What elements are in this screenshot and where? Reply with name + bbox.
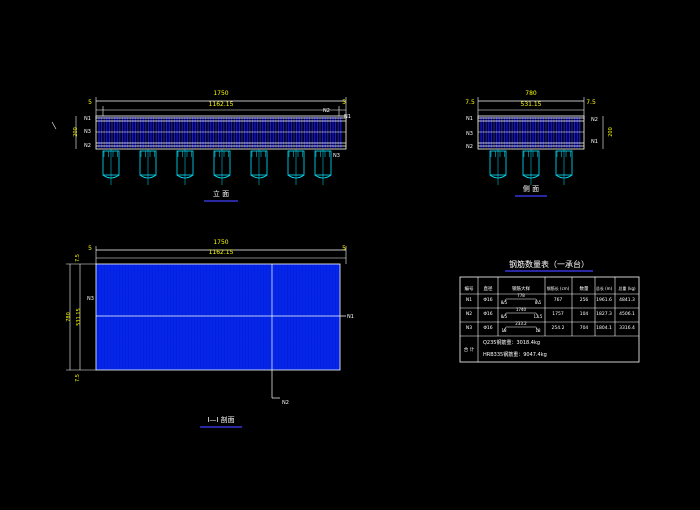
elevation-title: 立 面 — [213, 189, 229, 198]
side-label-n2-right: N2 — [591, 117, 598, 123]
plan-title: I—I 剖面 — [207, 415, 234, 424]
elevation-label-n1-left: N1 — [84, 116, 91, 122]
row3-shape-r: 18 — [535, 328, 541, 333]
plan-section: 1750 1162.15 5 5 780 531.15 7.5 7.5 N3 N… — [66, 239, 354, 428]
elevation-dim-total: 1750 — [213, 90, 228, 97]
total-line-1: Q235钢筋重：3018.4kg — [483, 339, 540, 346]
rebar-shape — [502, 298, 540, 305]
th-weight: 总重 (kg) — [618, 285, 636, 291]
elevation-label-n3-bottom: N3 — [333, 153, 340, 159]
side-dim-inner: 531.15 — [521, 101, 542, 108]
th-total-len: 总长 (m) — [596, 285, 613, 291]
elevation-dim-inner: 1162.15 — [209, 101, 234, 108]
side-dim-total: 780 — [525, 90, 537, 97]
side-label-n1-right: N1 — [591, 139, 598, 145]
elevation-label-n2-left: N2 — [84, 143, 91, 149]
total-line-2: HRB335钢筋重：9047.4kg — [483, 351, 547, 358]
side-piles — [489, 149, 573, 185]
row2-weight: 4506.1 — [619, 311, 635, 317]
elevation-label-n1-right: N1 — [344, 114, 351, 120]
row2-shape-r: 12.5 — [534, 314, 543, 319]
table-grid — [459, 276, 640, 363]
side-dim-left: 7.5 — [465, 99, 475, 106]
row3-shape-top: 233.2 — [515, 321, 527, 326]
elevation-view: 1750 1162.15 5 5 200 N1 N3 N2 N2 N1 N3 立… — [51, 90, 351, 202]
plan-height-total: 780 — [66, 312, 72, 322]
side-label-n3: N3 — [466, 131, 473, 137]
row1-shape-r: 8.5 — [535, 300, 542, 305]
row3-weight: 3316.4 — [619, 325, 635, 331]
plan-label-n3: N3 — [87, 296, 94, 302]
section-mark — [51, 121, 57, 130]
plan-dim-top: 7.5 — [75, 254, 81, 262]
th-dia: 直径 — [484, 285, 493, 292]
elevation-label-n2-top: N2 — [323, 108, 330, 114]
plan-dim-left: 5 — [88, 245, 92, 252]
table-border — [459, 276, 640, 363]
side-label-n1-left: N1 — [466, 116, 473, 122]
row2-shape-top: 1740 — [516, 307, 527, 312]
row1-qty: 256 — [580, 297, 589, 303]
rebar-table: 钢筋数量表（一承台） 编号 直径 钢筋大样 钢筋长 (cm) 数量 总长 (m)… — [459, 259, 640, 363]
row3-len: 254.2 — [552, 325, 565, 331]
row2-id: N2 — [466, 311, 472, 317]
row3-id: N3 — [466, 325, 472, 331]
plan-dim-total: 1750 — [213, 239, 228, 246]
elevation-label-n3: N3 — [84, 129, 91, 135]
plan-height-inner: 531.15 — [76, 308, 82, 326]
row1-shape-top: 778 — [517, 293, 525, 298]
elevation-height-dim: 200 — [73, 127, 79, 137]
rebar-shape — [502, 326, 540, 333]
plan-dim-inner: 1162.15 — [209, 249, 234, 256]
row2-dia: Φ16 — [483, 311, 492, 317]
th-shape: 钢筋大样 — [512, 285, 530, 292]
plan-cap-area — [95, 263, 341, 371]
side-view: 780 531.15 7.5 7.5 200 N1 N3 N2 N2 N1 侧 … — [465, 90, 614, 197]
side-label-n2-left: N2 — [466, 144, 473, 150]
row2-total-len: 1827.3 — [596, 311, 612, 317]
total-label: 合 计 — [464, 346, 475, 353]
row1-shape-l: 8.5 — [501, 300, 508, 305]
elevation-dim-right: 5 — [342, 99, 346, 106]
row3-qty: 704 — [580, 325, 589, 331]
row2-qty: 104 — [580, 311, 589, 317]
rebar-shape — [502, 312, 540, 319]
row2-shape-l: 8.5 — [501, 314, 508, 319]
row3-total-len: 1804.1 — [596, 325, 612, 331]
row1-len: 767 — [554, 297, 563, 303]
plan-dim-right: 5 — [342, 245, 346, 252]
plan-label-n2: N2 — [282, 400, 289, 406]
row3-shape-l: 18 — [501, 328, 507, 333]
plan-label-n1: N1 — [347, 314, 354, 320]
row2-len: 1757 — [552, 311, 564, 317]
side-title: 侧 面 — [523, 184, 539, 193]
row1-weight: 4841.3 — [619, 297, 635, 303]
th-qty: 数量 — [580, 285, 589, 292]
table-title: 钢筋数量表（一承台） — [509, 259, 589, 269]
row1-dia: Φ16 — [483, 297, 492, 303]
elevation-dim-left: 5 — [88, 99, 92, 106]
row1-total-len: 1961.6 — [596, 297, 612, 303]
row1-id: N1 — [466, 297, 472, 303]
plan-dim-bottom: 7.5 — [75, 374, 81, 382]
th-id: 编号 — [465, 285, 474, 292]
th-len: 钢筋长 (cm) — [547, 285, 570, 291]
elevation-piles — [102, 149, 332, 185]
row3-dia: Φ16 — [483, 325, 492, 331]
plan-rebar-grid — [97, 265, 339, 369]
side-height-dim: 200 — [608, 127, 614, 137]
side-dim-right: 7.5 — [586, 99, 596, 106]
